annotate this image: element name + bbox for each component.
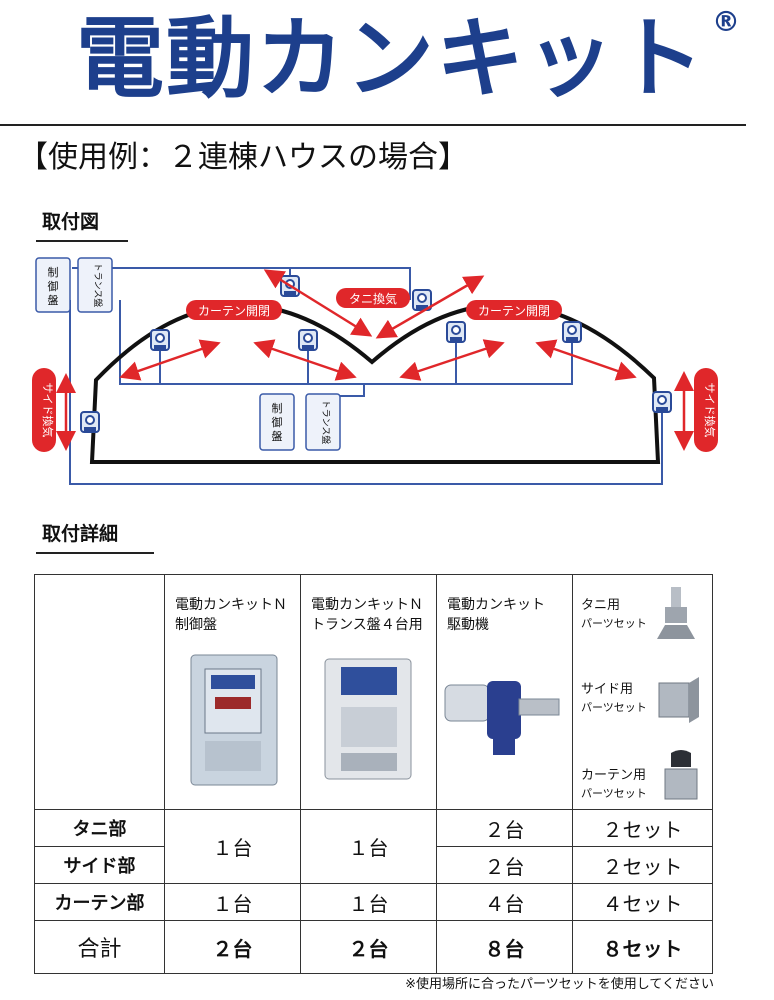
- curtain-label-left: カーテン開閉: [186, 300, 282, 320]
- curtain-parts-photo: [664, 750, 698, 800]
- table-header-row: 電動カンキットＮ 制御盤 電動カンキットＮ トランス盤４台用: [34, 574, 713, 810]
- row-label-side: サイド部: [34, 846, 165, 884]
- table-row: タニ部 １台 １台 ２台 ２セット: [34, 809, 713, 884]
- cell-drive-side: ２台: [436, 846, 573, 884]
- side-parts-photo: [658, 677, 699, 723]
- page-heading: 【使用例：２連棟ハウスの場合】: [18, 140, 468, 175]
- column-title-line1: 電動カンキットＮ: [311, 597, 423, 613]
- greenhouse-outline: [89, 302, 661, 464]
- install-detail-table: 電動カンキットＮ 制御盤 電動カンキットＮ トランス盤４台用: [34, 574, 713, 974]
- parts-curtain: カーテン用 パーツセット: [581, 767, 647, 803]
- side-label-left: サイド換気: [32, 368, 56, 452]
- registered-mark: ®: [712, 5, 742, 38]
- column-control-box: 電動カンキットＮ 制御盤: [164, 574, 301, 810]
- cell-trans-valley-side: １台: [300, 809, 437, 884]
- total-trans: ２台: [300, 920, 437, 974]
- footnote: ※使用場所に合ったパーツセットを使用してください: [405, 977, 714, 992]
- svg-text:サイド換気: サイド換気: [41, 383, 55, 438]
- total-parts: ８セット: [572, 920, 713, 974]
- install-detail-label: 取付詳細: [42, 523, 119, 545]
- movement-arrows: [56, 269, 694, 451]
- control-box-photo: [190, 654, 278, 786]
- svg-text:御: 御: [272, 415, 283, 429]
- svg-text:タニ換気: タニ換気: [349, 291, 397, 306]
- column-title-line2: 駆動機: [447, 617, 489, 633]
- brand-title: 電動カンキット ®: [36, 0, 746, 118]
- curtain-label-right: カーテン開閉: [466, 300, 562, 320]
- brand-divider: [0, 124, 746, 126]
- parts-side: サイド用 パーツセット: [581, 681, 647, 717]
- svg-text:カーテン開閉: カーテン開閉: [478, 304, 550, 318]
- cell-parts-curtain: ４セット: [572, 883, 713, 921]
- total-label: 合計: [34, 920, 165, 974]
- valley-label: タニ換気: [336, 288, 410, 308]
- drive-unit-photo: [444, 681, 560, 755]
- svg-text:カーテン開閉: カーテン開閉: [198, 304, 270, 318]
- parts-name: サイド用: [581, 682, 634, 697]
- svg-text:御: 御: [48, 279, 59, 293]
- column-title-line2: トランス盤４台用: [311, 617, 423, 633]
- total-control: ２台: [164, 920, 301, 974]
- column-drive-unit: 電動カンキット 駆動機: [436, 574, 573, 810]
- column-title-line1: 電動カンキットＮ: [175, 597, 287, 613]
- row-label-valley: タニ部: [34, 809, 165, 847]
- cell-control-valley-side: １台: [164, 809, 301, 884]
- column-parts-sets: タニ用 パーツセット サイド用 パーツセット カーテン用 パーツセット: [572, 574, 713, 810]
- parts-name: タニ用: [581, 598, 621, 613]
- install-diagram-label: 取付図: [42, 211, 100, 233]
- row-label-curtain: カーテン部: [34, 883, 165, 921]
- side-label-right: サイド換気: [694, 368, 718, 452]
- column-title-line2: 制御盤: [175, 617, 217, 633]
- cell-drive-curtain: ４台: [436, 883, 573, 921]
- parts-sub: パーツセット: [581, 701, 647, 714]
- svg-text:サイド換気: サイド換気: [703, 383, 717, 438]
- column-trans-box: 電動カンキットＮ トランス盤４台用: [300, 574, 437, 810]
- trans-box-photo: [324, 658, 412, 780]
- parts-sub: パーツセット: [581, 617, 647, 630]
- svg-text:盤: 盤: [272, 430, 283, 443]
- total-drive: ８台: [436, 920, 573, 974]
- brand-title-text: 電動カンキット: [75, 7, 706, 110]
- valley-parts-photo: [657, 587, 695, 639]
- cell-control-curtain: １台: [164, 883, 301, 921]
- table-row: サイド部 ２台 ２セット: [34, 846, 713, 884]
- cell-drive-valley: ２台: [436, 809, 573, 847]
- install-detail-rule: [36, 552, 154, 554]
- installation-diagram: 制 御 盤 トランス盤 制 御 盤 トランス盤: [32, 257, 718, 485]
- control-box-center: 制 御 盤: [259, 393, 295, 451]
- cell-parts-valley: ２セット: [572, 809, 713, 847]
- column-title-line1: 電動カンキット: [447, 597, 545, 613]
- parts-valley: タニ用 パーツセット: [581, 597, 647, 633]
- trans-box-center: トランス盤: [305, 393, 341, 451]
- install-diagram-rule: [36, 240, 128, 242]
- svg-text:制: 制: [272, 402, 283, 415]
- parts-name: カーテン用: [581, 768, 647, 783]
- parts-sub: パーツセット: [581, 787, 647, 800]
- svg-text:盤: 盤: [48, 294, 59, 307]
- table-total-row: 合計 ２台 ２台 ８台 ８セット: [34, 920, 713, 974]
- empty-corner-cell: [34, 574, 165, 810]
- trans-box-left: トランス盤: [77, 257, 113, 313]
- svg-text:トランス盤: トランス盤: [92, 263, 104, 308]
- svg-text:制: 制: [48, 266, 59, 279]
- svg-text:トランス盤: トランス盤: [320, 400, 332, 445]
- table-row: カーテン部 １台 １台 ４台 ４セット: [34, 883, 713, 921]
- cell-trans-curtain: １台: [300, 883, 437, 921]
- control-box-left: 制 御 盤: [35, 257, 71, 313]
- cell-parts-side: ２セット: [572, 846, 713, 884]
